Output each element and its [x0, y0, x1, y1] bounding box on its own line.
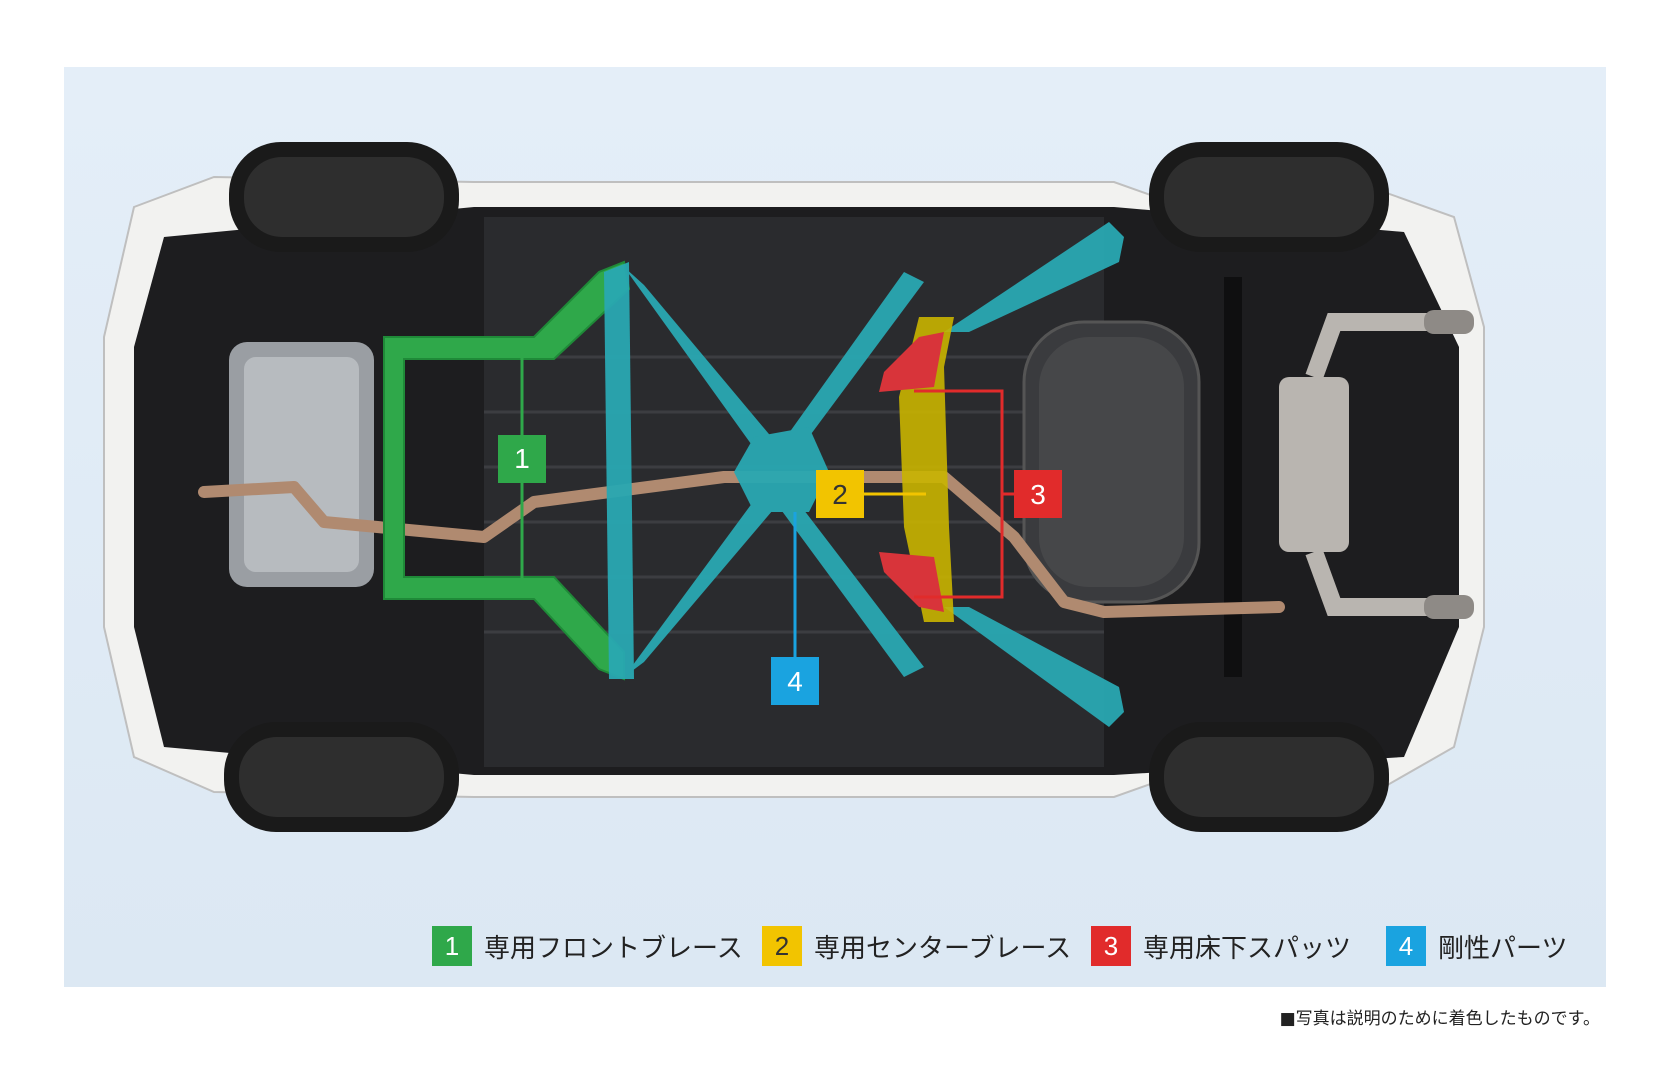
engine-block [229, 342, 374, 587]
car-underbody-diagram: 1 2 3 4 [103, 142, 1485, 832]
muffler [1279, 310, 1474, 619]
legend-label-4: 剛性パーツ [1438, 933, 1568, 964]
legend-item-center-brace: 2 専用センターブレース [762, 924, 1071, 968]
exhaust-pipe [198, 471, 1285, 618]
legend-label-3: 専用床下スパッツ [1143, 933, 1352, 964]
footnote: ■写真は説明のために着色したものです。 [1279, 1009, 1600, 1029]
legend: 1 専用フロントブレース 2 専用センターブレース 3 専用床下スパッツ 4 剛… [64, 924, 1606, 968]
center-brace [899, 317, 954, 622]
callout-1-number: 1 [514, 443, 530, 474]
wheel-rear-right [1149, 722, 1389, 832]
wheel-front-left [229, 142, 459, 252]
callout-1-box [498, 435, 546, 483]
legend-badge-4: 4 [1386, 926, 1426, 966]
callout-4-box [771, 657, 819, 705]
wheel-rear-left [1149, 142, 1389, 252]
callout-2-number: 2 [832, 479, 848, 510]
callout-3-box [1014, 470, 1062, 518]
callout-2-box [816, 470, 864, 518]
callout-3-leader [914, 389, 1014, 599]
legend-badge-1: 1 [432, 926, 472, 966]
legend-badge-2: 2 [762, 926, 802, 966]
rigidity-brace [604, 222, 1124, 727]
legend-item-underfloor-spats: 3 専用床下スパッツ [1091, 924, 1351, 968]
fuel-tank [1022, 320, 1201, 604]
callout-3-number: 3 [1030, 479, 1046, 510]
legend-badge-3: 3 [1091, 926, 1131, 966]
legend-item-rigidity-parts: 4 剛性パーツ [1386, 924, 1567, 968]
rear-axle-beam [1224, 277, 1242, 677]
wheel-front-right [224, 722, 459, 832]
legend-item-front-brace: 1 専用フロントブレース [432, 924, 743, 968]
legend-label-2: 専用センターブレース [814, 933, 1072, 964]
legend-label-1: 専用フロントブレース [484, 933, 743, 964]
diagram-panel: 1 2 3 4 1 専用フロントブレース 2 専用センターブレース 3 専用床下… [64, 67, 1606, 987]
callout-4-number: 4 [787, 666, 803, 697]
